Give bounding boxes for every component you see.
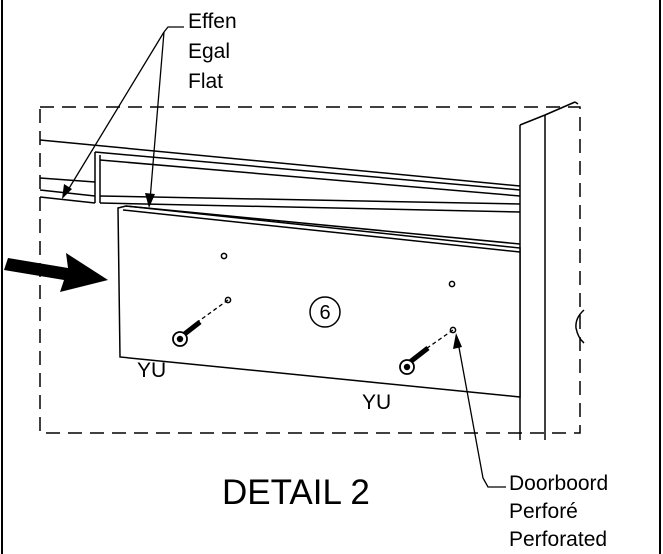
screw-right-icon [399,329,454,375]
flat-callout: Effen Egal Flat [188,10,237,93]
part-number: 6 [319,302,330,324]
perforated-callout-leader [457,341,506,488]
flat-callout-line-1: Effen [188,10,237,33]
flat-callout-arrowheads [62,184,155,208]
flat-callout-line-3: Flat [188,70,223,93]
arrow-right-icon [4,253,108,292]
hole-upper-left [220,252,228,260]
flat-callout-leader [67,26,184,201]
perforated-callout-line-2: Perforé [509,500,578,523]
hole-upper-right [448,280,456,288]
detail-title: DETAIL 2 [222,473,370,512]
cabinet-side-panel [519,101,585,440]
screw-label-right: YU [362,391,391,414]
part-number-bubble: 6 [309,296,341,328]
screw-left-icon [172,299,229,347]
perforated-callout-line-1: Doorboord [509,472,608,495]
top-rail [39,139,521,213]
perforated-callout: Doorboord Perforé Perforated [509,472,608,551]
flat-callout-line-2: Egal [188,40,230,63]
perforated-callout-arrowhead [453,333,462,349]
perforated-callout-line-3: Perforated [509,528,607,551]
screw-label-left: YU [137,359,166,382]
